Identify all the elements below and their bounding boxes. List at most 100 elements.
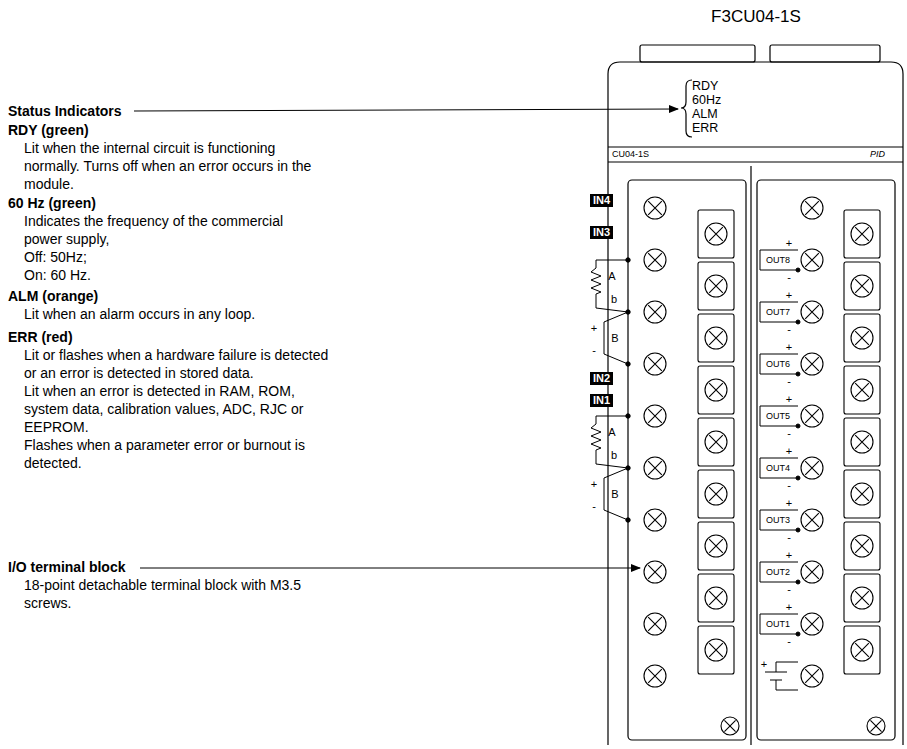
wire-dot bbox=[796, 528, 800, 532]
wire-dot bbox=[626, 310, 630, 314]
screw-slot bbox=[709, 435, 723, 449]
input-name: IN2 bbox=[593, 372, 610, 384]
terminal-box bbox=[844, 262, 880, 310]
screw-slot bbox=[805, 201, 819, 215]
terminal-box bbox=[844, 210, 880, 258]
label-text: OUT7 bbox=[766, 307, 790, 317]
wire-dot bbox=[796, 580, 800, 584]
terminal-screw bbox=[851, 535, 873, 557]
label-text: + bbox=[786, 289, 792, 301]
screw-slot bbox=[648, 305, 662, 319]
label-text: B bbox=[611, 332, 618, 344]
wire-dot bbox=[796, 320, 800, 324]
terminal-screw bbox=[851, 379, 873, 401]
terminal-box bbox=[844, 470, 880, 518]
terminal-box bbox=[698, 574, 734, 622]
label-text: + bbox=[786, 237, 792, 249]
terminal-box bbox=[844, 522, 880, 570]
terminal-box bbox=[844, 626, 880, 674]
screw-slot bbox=[855, 643, 869, 657]
terminal-screw bbox=[801, 561, 823, 583]
terminal-box bbox=[844, 574, 880, 622]
wire-dot bbox=[796, 268, 800, 272]
label-text: + bbox=[786, 549, 792, 561]
label-text: + bbox=[591, 478, 597, 490]
terminal-screw bbox=[705, 483, 727, 505]
terminal-box bbox=[698, 522, 734, 570]
label-text: A bbox=[608, 426, 615, 438]
screw-slot bbox=[805, 565, 819, 579]
terminal-screw bbox=[705, 379, 727, 401]
input-name: IN1 bbox=[593, 394, 610, 406]
screw-slot bbox=[855, 487, 869, 501]
wire-dot bbox=[626, 518, 630, 522]
screw-slot bbox=[648, 357, 662, 371]
screw-slot bbox=[805, 409, 819, 423]
label-text: RDY (green) bbox=[8, 121, 89, 139]
rtd-wire bbox=[591, 416, 628, 468]
label-text: + bbox=[786, 341, 792, 353]
wire-dot bbox=[796, 476, 800, 480]
screw-slot bbox=[648, 513, 662, 527]
label-text: - bbox=[787, 323, 791, 335]
screw-slot bbox=[724, 720, 735, 731]
input-tag: IN3 bbox=[590, 226, 613, 239]
terminal-screw bbox=[721, 717, 739, 735]
output-bracket bbox=[760, 614, 798, 634]
input-bracket bbox=[604, 312, 628, 364]
label-text: On: 60 Hz. bbox=[24, 266, 91, 284]
label-text: + bbox=[786, 445, 792, 457]
label-text: Status Indicators bbox=[8, 102, 122, 120]
screw-slot bbox=[855, 539, 869, 553]
label-text: 60Hz bbox=[692, 93, 721, 107]
terminal-block bbox=[757, 180, 895, 740]
label-text: OUT4 bbox=[766, 463, 790, 473]
battery-symbol bbox=[765, 662, 798, 690]
input-tag: IN4 bbox=[590, 194, 613, 207]
terminal-screw bbox=[644, 197, 666, 219]
terminal-box bbox=[698, 418, 734, 466]
label-text: Off: 50Hz; bbox=[24, 248, 87, 266]
label-text: OUT5 bbox=[766, 411, 790, 421]
label-text: OUT1 bbox=[766, 619, 790, 629]
terminal-screw bbox=[705, 587, 727, 609]
screw-slot bbox=[855, 279, 869, 293]
terminal-box bbox=[698, 262, 734, 310]
leader-arrow bbox=[140, 568, 640, 569]
wire-dot bbox=[796, 632, 800, 636]
label-text: Indicates the frequency of the commercia… bbox=[24, 212, 324, 248]
top-tab bbox=[640, 45, 755, 62]
screw-slot bbox=[855, 591, 869, 605]
screw-slot bbox=[648, 253, 662, 267]
label-text: CU04-1S bbox=[612, 149, 649, 160]
screw-slot bbox=[805, 357, 819, 371]
label-strip bbox=[608, 146, 903, 147]
screw-slot bbox=[648, 565, 662, 579]
terminal-screw bbox=[801, 405, 823, 427]
terminal-screw bbox=[801, 613, 823, 635]
wire-dot bbox=[626, 258, 630, 262]
terminal-screw bbox=[644, 665, 666, 687]
label-text: - bbox=[787, 375, 791, 387]
wire-dot bbox=[796, 372, 800, 376]
label-text: ERR bbox=[692, 121, 718, 135]
label-text: b bbox=[611, 293, 617, 305]
label-text: ALM (orange) bbox=[8, 287, 98, 305]
terminal-box bbox=[844, 314, 880, 362]
terminal-box bbox=[698, 626, 734, 674]
screw-slot bbox=[709, 591, 723, 605]
output-bracket bbox=[760, 302, 798, 322]
screw-slot bbox=[648, 669, 662, 683]
screw-slot bbox=[709, 487, 723, 501]
screw-slot bbox=[805, 617, 819, 631]
output-bracket bbox=[760, 354, 798, 374]
terminal-box bbox=[698, 210, 734, 258]
top-tab bbox=[770, 45, 880, 62]
terminal-screw bbox=[705, 639, 727, 661]
terminal-screw bbox=[851, 275, 873, 297]
label-text: I/O terminal block bbox=[8, 558, 125, 576]
label-strip bbox=[608, 161, 903, 162]
input-name: IN3 bbox=[593, 226, 610, 238]
screw-slot bbox=[855, 227, 869, 241]
screw-slot bbox=[709, 227, 723, 241]
